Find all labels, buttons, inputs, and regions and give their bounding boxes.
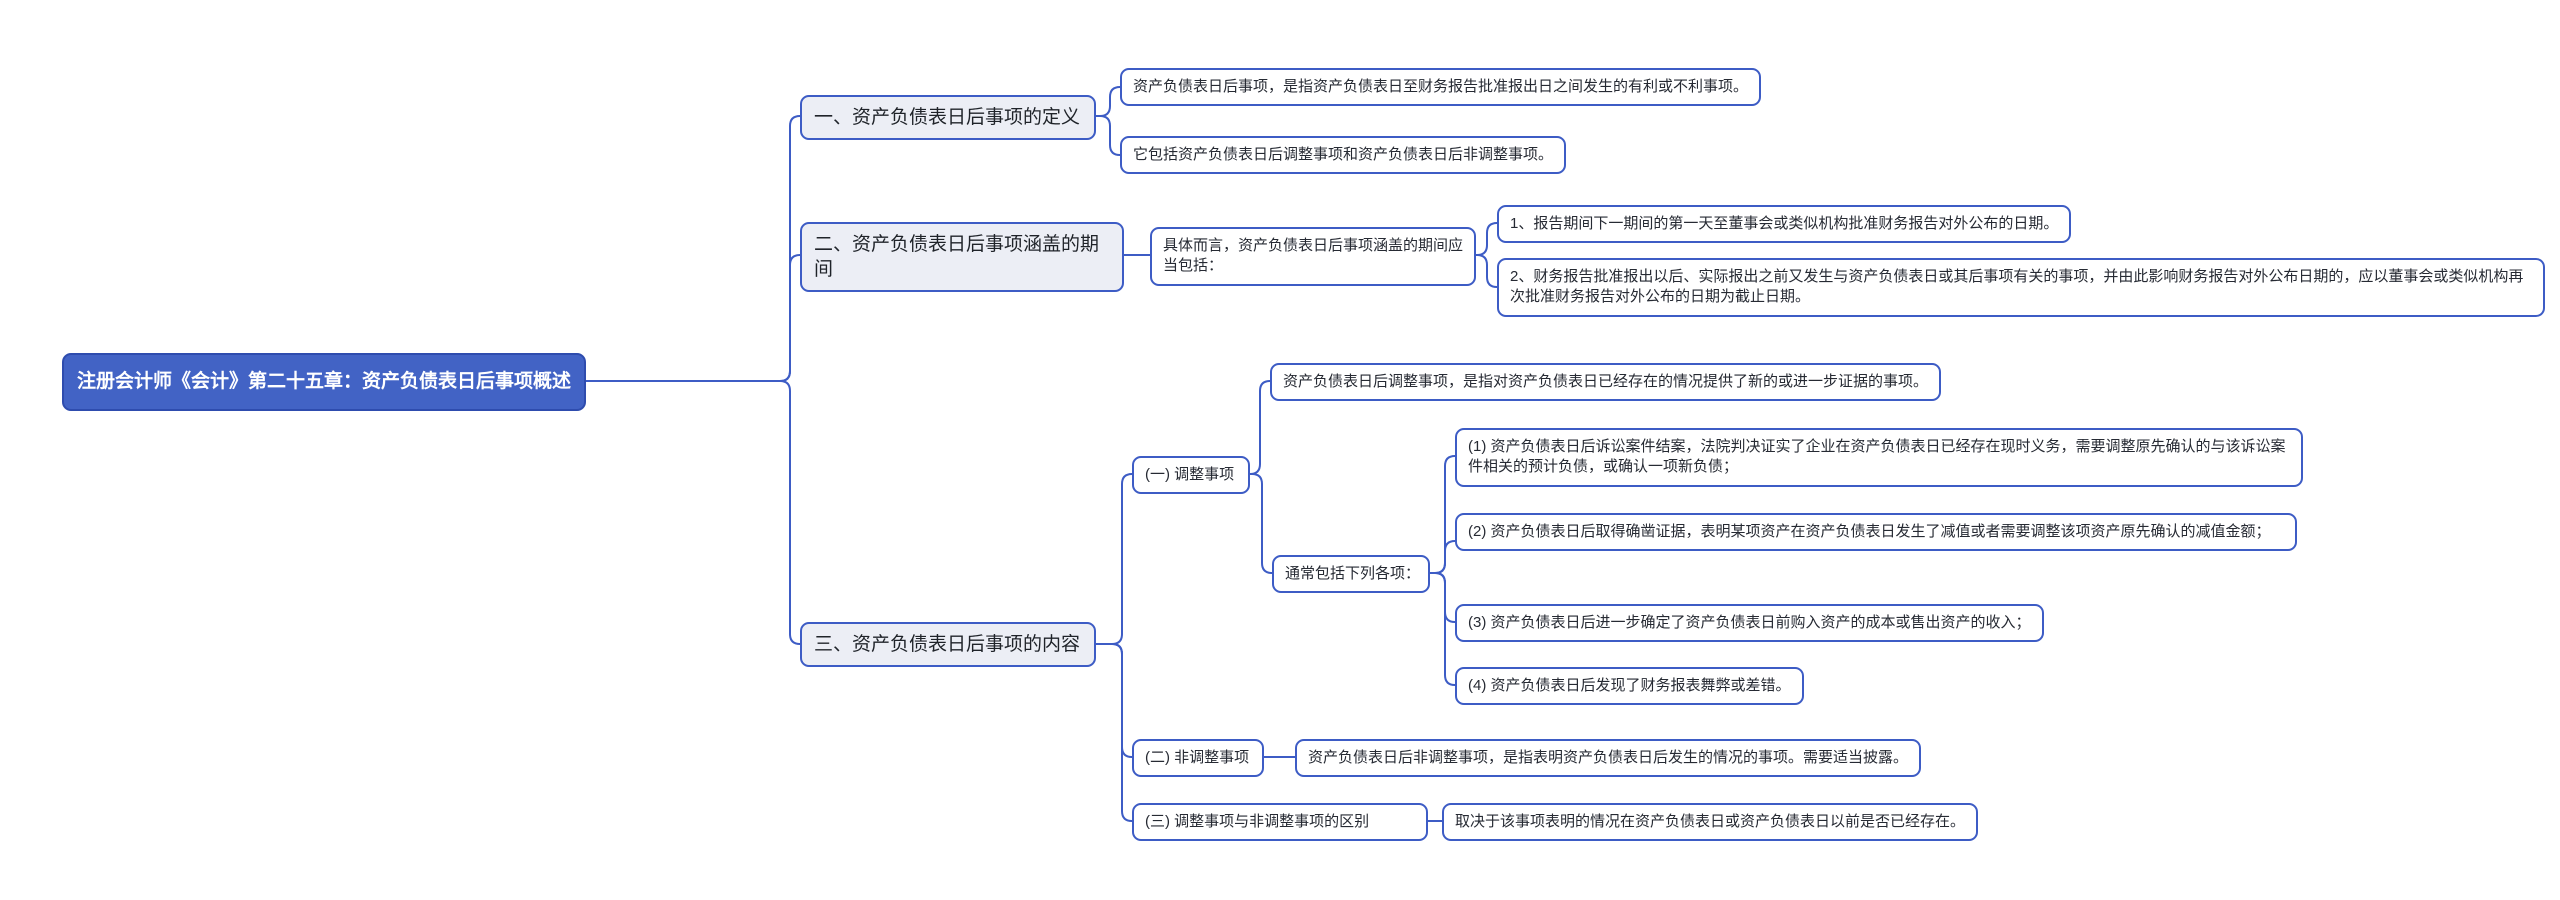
- branch-period[interactable]: 二、资产负债表日后事项涵盖的期间: [800, 222, 1124, 293]
- definition-types-text[interactable]: 它包括资产负债表日后调整事项和资产负债表日后非调整事项。: [1120, 136, 1567, 175]
- branch-content[interactable]: 三、资产负债表日后事项的内容: [800, 622, 1096, 668]
- connector-line: [1475, 222, 1498, 256]
- connector-line: [557, 254, 801, 382]
- connector-line: [1429, 455, 1456, 574]
- period-intro[interactable]: 具体而言，资产负债表日后事项涵盖的期间应当包括：: [1150, 227, 1476, 286]
- root-topic[interactable]: 注册会计师《会计》第二十五章：资产负债表日后事项概述: [62, 353, 587, 411]
- adjusting-example-3[interactable]: (3) 资产负债表日后进一步确定了资产负债表日前购入资产的成本或售出资产的收入；: [1455, 604, 2044, 643]
- adjusting-definition[interactable]: 资产负债表日后调整事项，是指对资产负债表日已经存在的情况提供了新的或进一步证据的…: [1270, 363, 1942, 402]
- connector-line: [1095, 643, 1133, 822]
- connector-line: [1095, 115, 1121, 156]
- adjusting-example-1[interactable]: (1) 资产负债表日后诉讼案件结案，法院判决证实了企业在资产负债表日已经存在现时…: [1455, 428, 2303, 487]
- difference-topic[interactable]: (三) 调整事项与非调整事项的区别: [1132, 803, 1428, 842]
- connector-line: [1475, 254, 1498, 288]
- connector-line: [1095, 643, 1133, 758]
- adjusting-usually-includes[interactable]: 通常包括下列各项：: [1272, 555, 1430, 594]
- non-adjusting-definition[interactable]: 资产负债表日后非调整事项，是指表明资产负债表日后发生的情况的事项。需要适当披露。: [1295, 739, 1922, 778]
- connector-line: [1249, 473, 1273, 574]
- branch-definition[interactable]: 一、资产负债表日后事项的定义: [800, 95, 1096, 141]
- adjusting-events[interactable]: (一) 调整事项: [1132, 456, 1250, 495]
- connector-line: [1095, 473, 1133, 645]
- non-adjusting-events[interactable]: (二) 非调整事项: [1132, 739, 1264, 778]
- definition-text[interactable]: 资产负债表日后事项，是指资产负债表日至财务报告批准报出日之间发生的有利或不利事项…: [1120, 68, 1762, 107]
- period-item-2[interactable]: 2、财务报告批准报出以后、实际报出之前又发生与资产负债表日或其后事项有关的事项，…: [1497, 258, 2545, 317]
- connector-line: [1429, 540, 1456, 574]
- connector-line: [1429, 572, 1456, 686]
- adjusting-example-2[interactable]: (2) 资产负债表日后取得确凿证据，表明某项资产在资产负债表日发生了减值或者需要…: [1455, 513, 2297, 552]
- adjusting-example-4[interactable]: (4) 资产负债表日后发现了财务报表舞弊或差错。: [1455, 667, 1804, 706]
- connector-line: [1429, 572, 1456, 623]
- connector-line: [1249, 380, 1271, 475]
- connector-line: [1095, 86, 1121, 117]
- connector-line: [557, 380, 801, 645]
- period-item-1[interactable]: 1、报告期间下一期间的第一天至董事会或类似机构批准财务报告对外公布的日期。: [1497, 205, 2072, 244]
- connector-line: [557, 115, 801, 382]
- difference-definition[interactable]: 取决于该事项表明的情况在资产负债表日或资产负债表日以前是否已经存在。: [1442, 803, 1979, 842]
